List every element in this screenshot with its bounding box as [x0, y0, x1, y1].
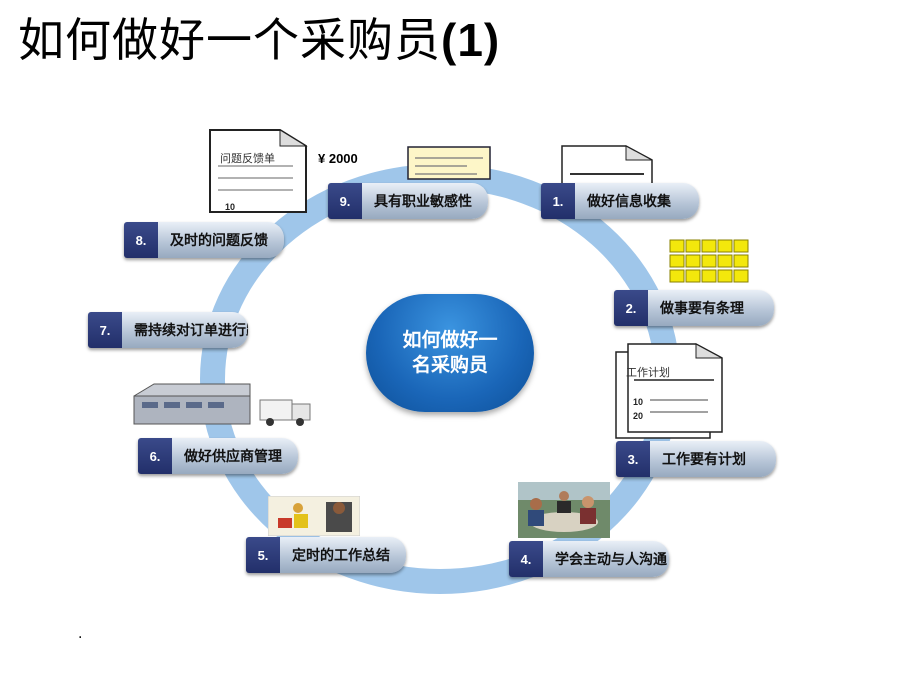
work-plan-number-1: 10 [633, 397, 644, 407]
check-icon [407, 146, 491, 180]
step-6-pill: 6. 做好供应商管理 [138, 438, 298, 474]
work-plan-number-2: 20 [633, 411, 644, 421]
step-7-number: 7. [88, 312, 122, 348]
step-2-label: 做事要有条理 [660, 301, 744, 317]
step-1-number: 1. [541, 183, 575, 219]
warehouse-truck-icon [133, 383, 311, 426]
step-2-number: 2. [614, 290, 648, 326]
step-4-pill: 4. 学会主动与人沟通 [509, 541, 669, 577]
step-5-number: 5. [246, 537, 280, 573]
step-4-number: 4. [509, 541, 543, 577]
feedback-form-icon [209, 129, 308, 213]
step-4-label: 学会主动与人沟通 [555, 552, 667, 568]
step-8-label: 及时的问题反馈 [170, 233, 268, 249]
meeting-photo-icon [518, 482, 610, 538]
center-hub: 如何做好一名采购员 [366, 294, 534, 412]
step-8-number: 8. [124, 222, 158, 258]
step-7-label: 需持续对订单进行跟踪 [134, 323, 248, 339]
step-6-number: 6. [138, 438, 172, 474]
organized-blocks-icon [669, 239, 749, 283]
step-1-label: 做好信息收集 [587, 194, 671, 210]
step-3-label: 工作要有计划 [662, 452, 746, 468]
footnote: . [78, 626, 83, 642]
step-8-pill: 8. 及时的问题反馈 [124, 222, 284, 258]
money-label: ¥ 2000 [318, 151, 358, 166]
step-5-label: 定时的工作总结 [292, 548, 390, 564]
step-9-label: 具有职业敏感性 [374, 194, 472, 210]
step-5-pill: 5. 定时的工作总结 [246, 537, 406, 573]
feedback-form-number: 10 [225, 202, 236, 212]
step-6-label: 做好供应商管理 [184, 449, 282, 465]
step-7-pill: 7. 需持续对订单进行跟踪 [88, 312, 248, 348]
step-1-pill: 1. 做好信息收集 [541, 183, 699, 219]
feedback-form-label: 问题反馈单 [220, 152, 275, 165]
step-2-pill: 2. 做事要有条理 [614, 290, 774, 326]
step-3-number: 3. [616, 441, 650, 477]
document-icon [561, 145, 653, 187]
summary-illustration-icon [268, 496, 360, 536]
step-9-number: 9. [328, 183, 362, 219]
step-3-pill: 3. 工作要有计划 [616, 441, 776, 477]
work-plan-icon [615, 343, 723, 439]
page-title: 如何做好一个采购员(1) [18, 13, 501, 67]
step-9-pill: 9. 具有职业敏感性 [328, 183, 488, 219]
work-plan-label: 工作计划 [626, 366, 670, 379]
